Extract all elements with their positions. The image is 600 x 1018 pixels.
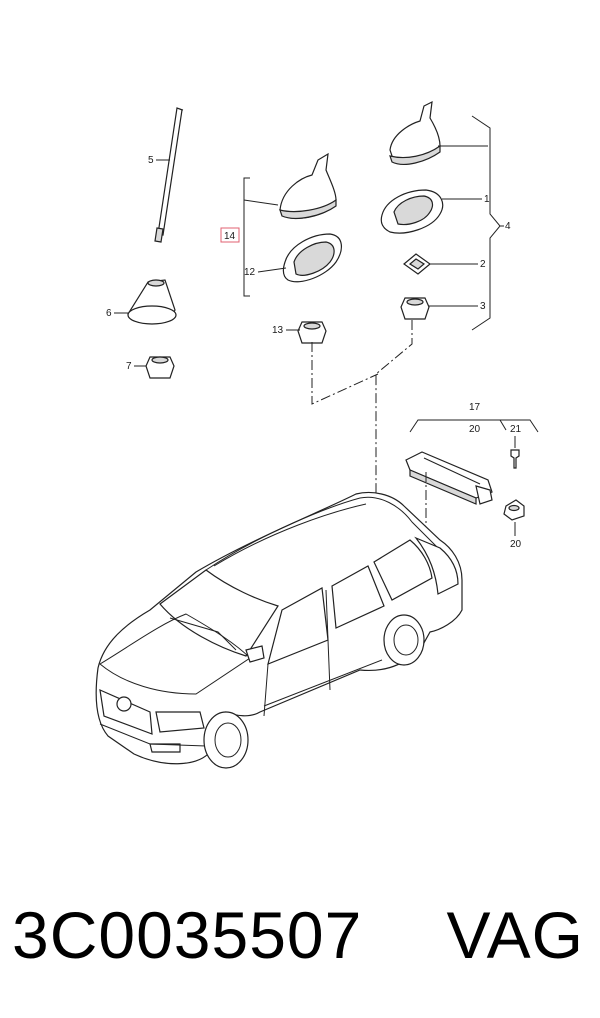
callout-17: 17 — [469, 402, 481, 413]
car-mirror — [245, 645, 265, 663]
antenna-rod — [157, 107, 183, 236]
fin-antenna-assembly-right — [380, 100, 504, 331]
parts-diagram: 5 6 7 14 12 13 1 2 3 4 17 20 21 20 — [95, 100, 539, 769]
brand-name: VAG — [446, 898, 584, 972]
right-fin-base-inner — [393, 195, 434, 226]
rod-antenna-assembly — [127, 107, 184, 379]
fin-antenna-assembly-left — [243, 152, 342, 344]
car-headlight — [155, 711, 205, 733]
car-rear-wheel-rim — [393, 624, 419, 656]
car-badge — [116, 696, 132, 712]
callout-7: 7 — [126, 361, 132, 372]
callout-labels: 5 6 7 14 12 13 1 2 3 4 17 20 21 20 — [106, 155, 522, 550]
callout-20-top: 20 — [469, 424, 481, 435]
car-bumper — [99, 723, 207, 747]
bracket-4 — [471, 115, 501, 331]
car-windshield — [159, 569, 279, 657]
car-front-wheel — [203, 711, 249, 769]
fin-nut-hole — [303, 322, 321, 330]
bracket-17 — [409, 419, 539, 433]
fin-gasket-inner — [293, 241, 335, 276]
bracket-14 — [243, 177, 250, 297]
car-quarter-window — [373, 539, 433, 601]
right-fin-shadow — [389, 144, 441, 165]
car-illustration — [95, 491, 463, 769]
antenna-rod-tip — [176, 107, 184, 111]
car-grille — [99, 689, 153, 735]
amplifier-rib — [423, 457, 481, 485]
car-door-line-2 — [263, 663, 269, 717]
car-door-line-1 — [325, 589, 331, 691]
location-line-right — [375, 320, 413, 512]
callout-1: 1 — [484, 194, 490, 205]
antenna-nut-hole — [151, 356, 169, 364]
callout-12: 12 — [244, 267, 256, 278]
screw-21 — [510, 449, 520, 469]
location-line-left — [311, 342, 379, 405]
antenna-base-top — [147, 279, 165, 287]
callout-5: 5 — [148, 155, 154, 166]
callout-2: 2 — [480, 259, 486, 270]
car-rear-window — [331, 565, 385, 629]
right-gasket-square-inner — [408, 258, 426, 270]
car-rear-wheel — [383, 614, 425, 666]
car-front-wheel-rim — [214, 722, 242, 758]
car-rear-glass — [414, 536, 459, 595]
car-hood — [99, 613, 251, 695]
leader-12 — [257, 267, 287, 273]
car-fog-light — [149, 743, 181, 753]
part-number: 3C0035507 — [12, 898, 363, 972]
callout-3: 3 — [480, 301, 486, 312]
leader-14-fin — [243, 199, 279, 206]
antenna-base-foot — [127, 305, 177, 325]
fin-antenna-shadow — [279, 198, 337, 219]
callout-13: 13 — [272, 325, 284, 336]
car-windshield-wiper — [169, 617, 237, 651]
caption-bar: 3C0035507 VAG — [0, 890, 600, 980]
callout-6: 6 — [106, 308, 112, 319]
car-roof-rail — [213, 503, 367, 567]
amplifier-end — [475, 485, 493, 505]
callout-14: 14 — [224, 231, 236, 242]
bracket-17-divider — [499, 419, 507, 431]
callout-4: 4 — [505, 221, 511, 232]
car-roof — [205, 496, 439, 571]
clip-20-hole — [508, 504, 520, 512]
antenna-rod-thread — [154, 227, 164, 243]
callout-20-bottom: 20 — [510, 539, 522, 550]
car-sill — [263, 659, 383, 707]
callout-14-highlight — [220, 227, 240, 243]
right-nut-hole — [406, 298, 424, 306]
callout-21: 21 — [510, 424, 522, 435]
